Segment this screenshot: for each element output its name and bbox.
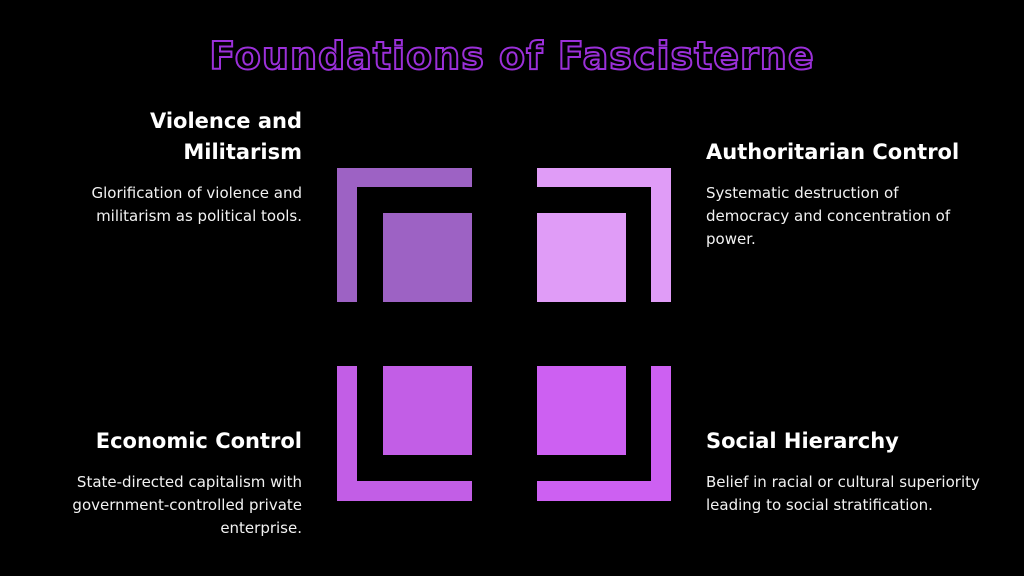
quadrant-text-social-hierarchy: Social Hierarchy Belief in racial or cul… <box>706 426 986 517</box>
bracket-top-left <box>337 168 472 302</box>
quadrant-top-right <box>537 168 671 302</box>
square-top-right <box>537 213 626 302</box>
heading-line: Militarism <box>183 140 302 164</box>
quadrant-description: Systematic destruction of democracy and … <box>706 184 951 248</box>
quadrant-heading: Authoritarian Control <box>706 140 960 164</box>
quadrant-heading: Violence and Militarism <box>42 106 302 168</box>
quadrant-heading: Economic Control <box>95 429 302 453</box>
square-bottom-right <box>537 366 626 455</box>
bracket-bottom-left <box>337 366 472 501</box>
quadrant-bottom-right <box>537 366 671 501</box>
quadrant-description: Glorification of violence and militarism… <box>91 184 302 225</box>
quadrant-heading: Social Hierarchy <box>706 429 899 453</box>
quadrant-text-violence-militarism: Violence and Militarism Glorification of… <box>42 106 302 228</box>
quadrant-bottom-left <box>337 366 472 501</box>
quadrant-text-authoritarian-control: Authoritarian Control Systematic destruc… <box>706 137 986 251</box>
square-top-left <box>383 213 472 302</box>
bracket-bottom-right <box>537 366 671 501</box>
quadrant-top-left <box>337 168 472 302</box>
bracket-top-right <box>537 168 671 302</box>
quadrant-text-economic-control: Economic Control State-directed capitali… <box>42 426 302 540</box>
heading-line: Violence and <box>149 109 302 133</box>
page-title: Foundations of Fascisterne <box>208 33 815 79</box>
quadrant-description: Belief in racial or cultural superiority… <box>706 473 980 514</box>
quadrant-description: State-directed capitalism with governmen… <box>72 473 302 537</box>
square-bottom-left <box>383 366 472 455</box>
